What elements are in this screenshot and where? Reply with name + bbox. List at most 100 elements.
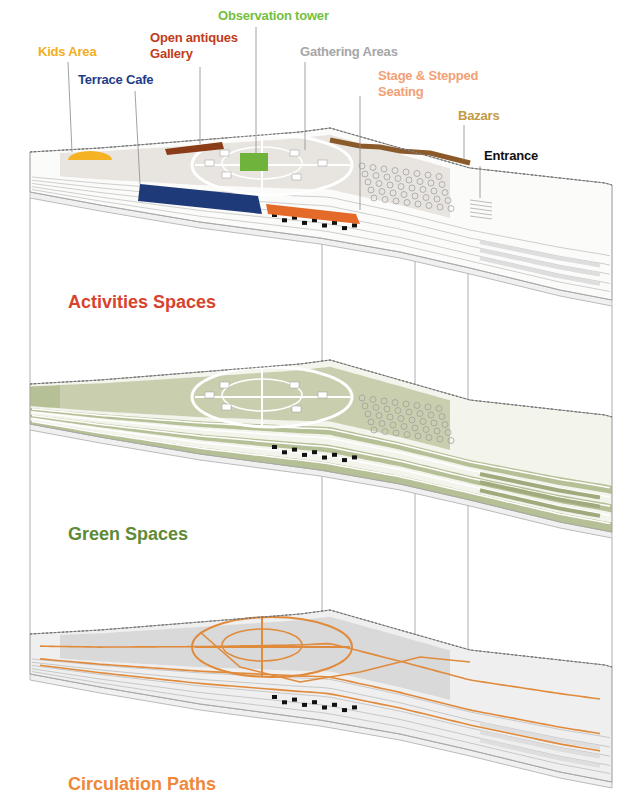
layer-heading: Green Spaces bbox=[68, 524, 188, 545]
gathering-dot bbox=[365, 179, 371, 185]
seating-block bbox=[302, 453, 307, 457]
gathering-dot bbox=[439, 414, 445, 420]
projection-line bbox=[612, 306, 613, 417]
gathering-dot bbox=[445, 198, 451, 204]
slab-face bbox=[30, 128, 612, 300]
seating-block bbox=[352, 223, 357, 227]
gathering-dot bbox=[393, 198, 399, 204]
area-label: Stage & Stepped Seating bbox=[378, 68, 482, 99]
gathering-dot bbox=[431, 188, 437, 194]
leader-line bbox=[360, 96, 361, 210]
seating-block bbox=[292, 698, 297, 702]
gathering-dot bbox=[381, 398, 387, 404]
seating-block bbox=[312, 700, 317, 704]
plaza-tile bbox=[318, 392, 327, 398]
gathering-dot bbox=[420, 187, 426, 193]
projection-line bbox=[468, 506, 469, 650]
plaza-tile bbox=[292, 174, 301, 180]
gathering-dot bbox=[376, 181, 382, 187]
gathering-dot bbox=[395, 176, 401, 182]
slab-outline bbox=[30, 610, 612, 782]
seating-block bbox=[272, 445, 277, 449]
gathering-dot bbox=[387, 414, 393, 420]
gathering-dot bbox=[403, 401, 409, 407]
gathering-dot bbox=[425, 404, 431, 410]
road-line bbox=[32, 672, 610, 774]
slab-outline bbox=[30, 360, 612, 532]
leader-line bbox=[256, 27, 257, 153]
area-label: Terrace Cafe bbox=[78, 72, 153, 88]
layer-slab bbox=[30, 610, 612, 788]
gathering-dot bbox=[404, 200, 410, 206]
plaza-tile bbox=[318, 160, 327, 166]
plaza-tile bbox=[222, 172, 231, 178]
seating-block bbox=[302, 703, 307, 707]
seating-block bbox=[352, 705, 357, 709]
plaza-tile bbox=[222, 404, 231, 410]
slab-outline bbox=[30, 128, 612, 300]
gathering-dot bbox=[445, 430, 451, 436]
gathering-dot bbox=[387, 182, 393, 188]
layer-slab bbox=[30, 128, 612, 306]
gathering-dot bbox=[373, 405, 379, 411]
tower-square bbox=[240, 153, 268, 171]
seating-block bbox=[322, 706, 327, 710]
gathering-dot bbox=[439, 182, 445, 188]
gathering-dot bbox=[379, 189, 385, 195]
seating-block bbox=[282, 700, 287, 704]
seating-block bbox=[302, 221, 307, 225]
road-line bbox=[32, 183, 610, 274]
road-line bbox=[32, 422, 610, 524]
plaza-ring bbox=[192, 367, 352, 427]
gathering-dot bbox=[428, 180, 434, 186]
plaza-axis bbox=[261, 368, 263, 427]
seating-block bbox=[352, 455, 357, 459]
seating-block bbox=[342, 708, 347, 712]
gathering-dot bbox=[406, 177, 412, 183]
kids-area bbox=[68, 151, 112, 160]
projection-line bbox=[612, 538, 613, 667]
gathering-dot bbox=[398, 416, 404, 422]
entrance-stripe bbox=[470, 216, 492, 219]
layer-slab bbox=[30, 360, 612, 538]
gathering-dot bbox=[414, 403, 420, 409]
seating-block bbox=[322, 224, 327, 228]
circulation-path bbox=[40, 644, 600, 699]
road-line bbox=[32, 669, 610, 766]
gathering-dot bbox=[417, 411, 423, 417]
gathering-dot bbox=[370, 397, 376, 403]
plaza-tile bbox=[205, 392, 214, 398]
entrance-stripe bbox=[470, 200, 492, 203]
gathering-dot bbox=[412, 193, 418, 199]
seating-block bbox=[322, 456, 327, 460]
gathering-dot bbox=[417, 179, 423, 185]
slab-edge bbox=[30, 610, 612, 667]
seating-block bbox=[272, 695, 277, 699]
layer-outline bbox=[0, 602, 623, 802]
road-line bbox=[32, 187, 610, 284]
gathering-dot bbox=[437, 204, 443, 210]
road-line bbox=[32, 419, 610, 516]
plaza-tile bbox=[292, 406, 301, 412]
entrance-stripe bbox=[470, 204, 492, 207]
gathering-dot bbox=[398, 184, 404, 190]
seating-block bbox=[292, 448, 297, 452]
entrance-stripe bbox=[470, 212, 492, 215]
layer-outline bbox=[0, 352, 623, 552]
gathering-dot bbox=[436, 174, 442, 180]
gathering-dot bbox=[431, 420, 437, 426]
gathering-dot bbox=[426, 435, 432, 441]
slab-face bbox=[30, 610, 612, 782]
slab-face bbox=[30, 360, 612, 532]
gathering-dot bbox=[425, 172, 431, 178]
layer-heading: Activities Spaces bbox=[68, 292, 216, 313]
entrance-stripe bbox=[470, 208, 492, 211]
gathering-dot bbox=[448, 206, 454, 212]
gallery-band bbox=[165, 142, 224, 155]
leader-line bbox=[135, 91, 140, 184]
stage-band bbox=[266, 204, 360, 224]
layer-heading: Circulation Paths bbox=[68, 774, 216, 795]
